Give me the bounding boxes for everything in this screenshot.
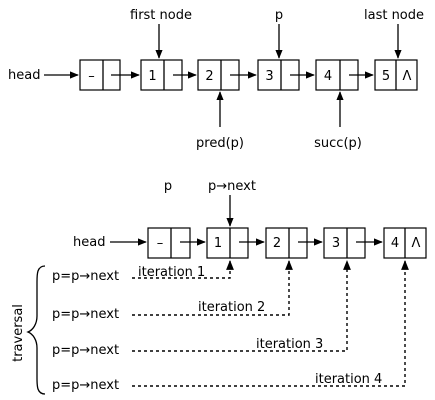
step-4-code: p=p→next (52, 378, 119, 393)
succ-label: succ(p) (314, 136, 362, 151)
step-1-code: p=p→next (52, 269, 119, 284)
step-2-code: p=p→next (52, 307, 119, 322)
step-3-code: p=p→next (52, 343, 119, 358)
bottom-node-3-value: 3 (332, 236, 340, 251)
top-list: head – 1 2 3 (8, 8, 424, 151)
top-node-1-value: 1 (148, 69, 156, 84)
step-3-iteration-label: iteration 3 (256, 337, 323, 352)
traversal-label: traversal (11, 304, 26, 362)
p-label-top: p (275, 8, 283, 23)
step-2-dashed-arrow (132, 260, 293, 316)
top-node-5-value: 5 (382, 69, 390, 84)
bottom-head-label: head (73, 235, 105, 250)
bottom-list: p p→next head – 1 2 3 (11, 179, 427, 395)
top-node-4-value: 4 (324, 69, 332, 84)
top-node-3-value: 3 (265, 69, 273, 84)
step-4-dashed-arrow (132, 260, 409, 387)
bottom-node-1-value: 1 (214, 236, 222, 251)
step-1-dashed-arrow (132, 260, 234, 279)
bottom-node-1: 1 (206, 227, 249, 259)
bottom-node-4-value: 4 (391, 236, 399, 251)
traversal-step-3: p=p→next iteration 3 (52, 260, 351, 358)
bottom-node-2-value: 2 (273, 236, 281, 251)
traversal-step-2: p=p→next iteration 2 (52, 260, 293, 322)
top-null-symbol: Λ (403, 69, 412, 84)
first-node-label: first node (130, 8, 192, 23)
bottom-node-dummy-value: – (157, 236, 164, 251)
top-head-label: head (8, 68, 40, 83)
traversal-step-4: p=p→next iteration 4 (52, 260, 409, 393)
p-next-label: p→next (208, 179, 256, 194)
traversal-step-1: p=p→next iteration 1 (52, 260, 234, 284)
p-label-bottom: p (164, 179, 172, 194)
bottom-node-3: 3 (323, 227, 366, 259)
bottom-node-2: 2 (265, 227, 308, 259)
step-2-iteration-label: iteration 2 (198, 300, 265, 315)
traversal-brace (26, 265, 46, 395)
top-node-2-value: 2 (205, 69, 213, 84)
step-1-iteration-label: iteration 1 (138, 265, 205, 280)
bottom-node-dummy: – (147, 227, 191, 259)
top-node-dummy-value: – (88, 69, 95, 84)
top-node-5: 5 Λ (374, 59, 418, 91)
bottom-null-symbol: Λ (412, 236, 421, 251)
bottom-node-4: 4 Λ (383, 227, 427, 259)
pred-label: pred(p) (196, 136, 244, 151)
last-node-label: last node (364, 8, 424, 23)
step-4-iteration-label: iteration 4 (315, 372, 382, 387)
